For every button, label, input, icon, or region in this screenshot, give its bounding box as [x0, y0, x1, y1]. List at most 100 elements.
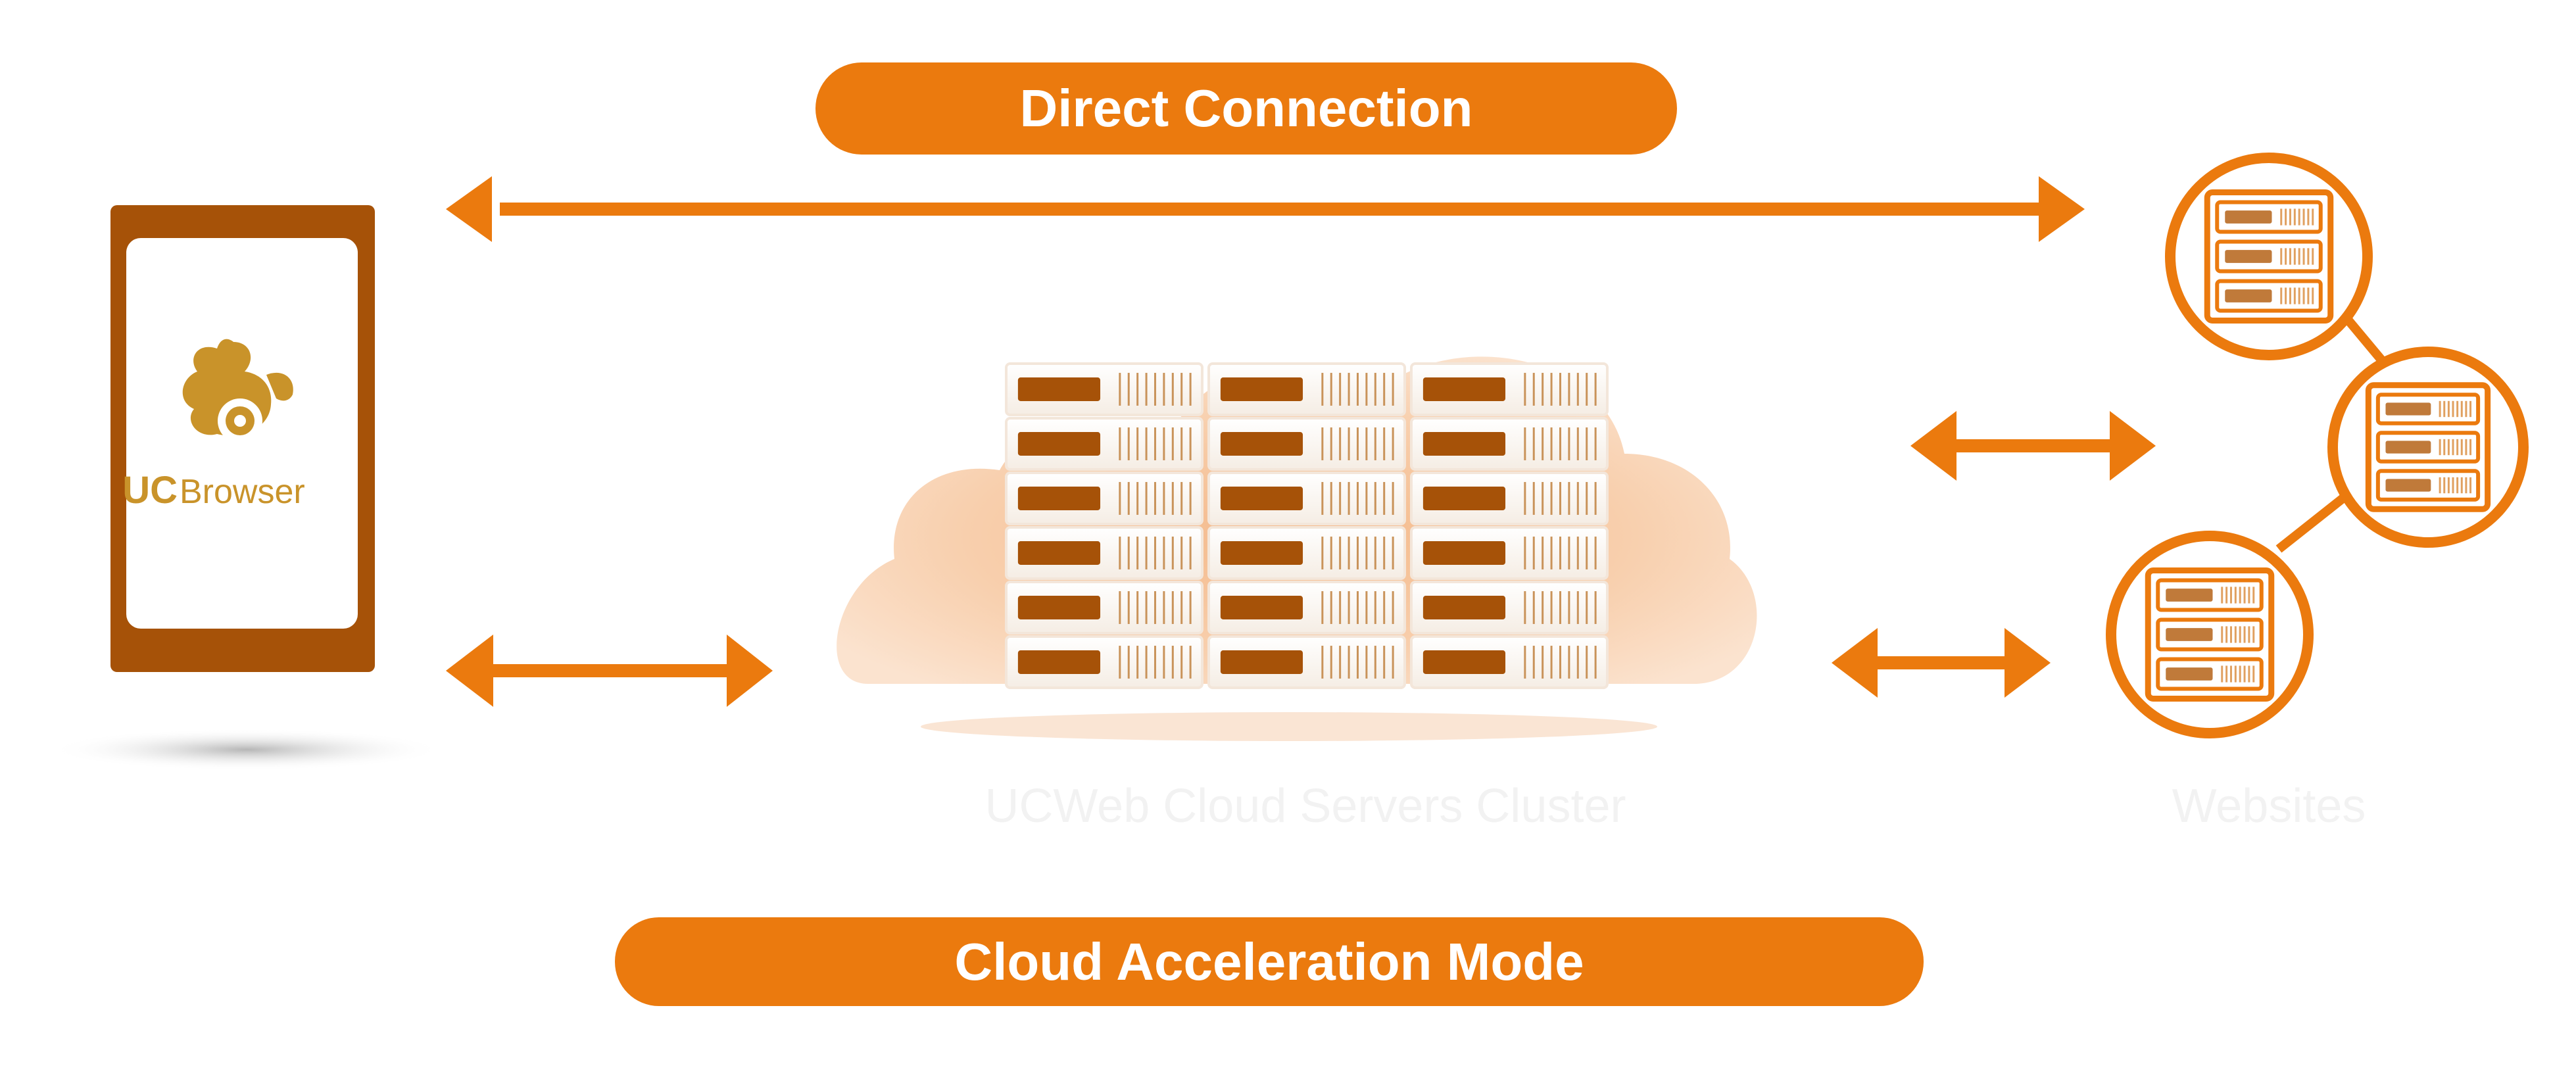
- server-rack-unit: [2156, 657, 2264, 691]
- server-rack-icon: [2327, 347, 2529, 548]
- cloud-server-unit: [1207, 417, 1406, 471]
- cloud-server-unit: [1207, 362, 1406, 416]
- server-unit-slot: [1422, 596, 1506, 619]
- server-unit-frame: [1005, 362, 1203, 416]
- cloud-server-unit: [1207, 526, 1406, 580]
- cloud-server-unit: [1410, 417, 1609, 471]
- direct-connection-label: Direct Connection: [1020, 79, 1473, 137]
- server-unit-slot: [1017, 596, 1101, 619]
- uc-logo-text: UC: [122, 469, 178, 512]
- server-rack-unit: [2215, 239, 2323, 274]
- arrows: [446, 176, 2156, 707]
- arrow-head-left-phone-cloud: [446, 635, 493, 707]
- server-unit-slot: [1422, 541, 1506, 565]
- server-unit-frame: [1005, 526, 1203, 580]
- double-arrow-icon: [1910, 411, 2156, 481]
- server-unit-frame: [1005, 635, 1203, 689]
- cloud-server-unit: [1410, 362, 1609, 416]
- server-rack-unit-slot: [2166, 628, 2213, 641]
- server-rack-unit-slot: [2385, 402, 2431, 416]
- server-unit-frame: [1207, 635, 1406, 689]
- cloud-server-unit: [1410, 526, 1609, 580]
- server-rack-unit: [2375, 393, 2481, 425]
- cloud-server-unit: [1005, 417, 1203, 471]
- cloud-server-unit: [1005, 471, 1203, 525]
- server-unit-slot: [1017, 377, 1101, 401]
- server-unit-slot: [1422, 487, 1506, 510]
- double-arrow-icon: [446, 635, 773, 707]
- cloud-server-unit: [1207, 635, 1406, 689]
- phone-shadow: [49, 729, 444, 771]
- server-unit-slot: [1422, 432, 1506, 456]
- server-rack-unit-slot: [2166, 667, 2213, 681]
- server-unit-frame: [1410, 471, 1609, 525]
- cloud-acceleration-pill: Cloud Acceleration Mode: [615, 917, 1924, 1006]
- direct-connection-pill: Direct Connection: [815, 62, 1677, 155]
- server-grid: [1005, 362, 1609, 689]
- cloud-server-unit: [1410, 581, 1609, 635]
- arrow-shaft-cloud-web-mid: [1947, 439, 2118, 452]
- arrow-shaft-cloud-web-low: [1868, 656, 2039, 669]
- double-arrow-icon: [1832, 628, 2051, 698]
- arrow-head-left-cloud-web-mid: [1910, 411, 1956, 481]
- server-rack-unit: [2375, 431, 2481, 464]
- arrow-head-right-cloud-web-mid: [2110, 411, 2156, 481]
- server-unit-frame: [1005, 471, 1203, 525]
- cloud-acceleration-label: Cloud Acceleration Mode: [954, 932, 1584, 991]
- arrow-shaft-direct: [500, 203, 2065, 216]
- cloud-server-unit: [1005, 526, 1203, 580]
- server-rack-unit-slot: [2225, 250, 2272, 263]
- server-unit-slot: [1017, 650, 1101, 674]
- server-unit-frame: [1207, 526, 1406, 580]
- phone-icon: UC Browser: [49, 205, 444, 771]
- websites-caption: Websites: [2172, 780, 2366, 832]
- server-rack-unit-slot: [2166, 589, 2213, 602]
- server-unit-slot: [1017, 487, 1101, 510]
- server-unit-slot: [1220, 377, 1303, 401]
- squirrel-logo-icon: [182, 339, 293, 443]
- server-unit-slot: [1220, 541, 1303, 565]
- server-unit-slot: [1017, 432, 1101, 456]
- cloud-server-unit: [1005, 635, 1203, 689]
- cloud-server-unit: [1410, 471, 1609, 525]
- cloud-bottom-glow: [921, 712, 1657, 741]
- server-rack-unit-slot: [2385, 479, 2431, 492]
- server-rack-unit: [2215, 279, 2323, 313]
- server-rack-icon: [2165, 153, 2373, 360]
- server-unit-slot: [1422, 377, 1506, 401]
- squirrel-head: [266, 372, 293, 401]
- server-unit-frame: [1410, 362, 1609, 416]
- cloud-acceleration-pill-bg: [615, 917, 1924, 1006]
- server-unit-slot: [1220, 487, 1303, 510]
- server-unit-frame: [1207, 417, 1406, 471]
- cloud-server-unit: [1005, 362, 1203, 416]
- server-unit-frame: [1410, 635, 1609, 689]
- cloud-server-unit: [1207, 581, 1406, 635]
- browser-logo-text: Browser: [180, 473, 305, 511]
- server-unit-slot: [1220, 596, 1303, 619]
- server-rack-unit: [2375, 469, 2481, 502]
- server-rack-unit-slot: [2385, 441, 2431, 454]
- arrow-head-right-cloud-web-low: [2005, 628, 2051, 698]
- server-rack-unit: [2215, 200, 2323, 234]
- server-unit-frame: [1207, 471, 1406, 525]
- cloud-server-unit: [1207, 471, 1406, 525]
- server-unit-frame: [1005, 417, 1203, 471]
- cloud-server-unit: [1005, 581, 1203, 635]
- server-rack-icon: [2106, 531, 2314, 738]
- server-unit-frame: [1410, 417, 1609, 471]
- server-unit-frame: [1005, 581, 1203, 635]
- cloud-caption: UCWeb Cloud Servers Cluster: [985, 780, 1626, 832]
- server-unit-frame: [1410, 581, 1609, 635]
- arrow-head-left-direct: [446, 176, 492, 242]
- server-rack-unit: [2156, 578, 2264, 612]
- website-servers: [2106, 153, 2529, 738]
- server-unit-frame: [1207, 362, 1406, 416]
- server-unit-slot: [1220, 650, 1303, 674]
- cloud-icon: [837, 356, 1757, 741]
- server-rack-unit-slot: [2225, 210, 2272, 224]
- arrow-head-right-direct: [2039, 176, 2085, 242]
- arrow-shaft-phone-cloud: [487, 664, 743, 677]
